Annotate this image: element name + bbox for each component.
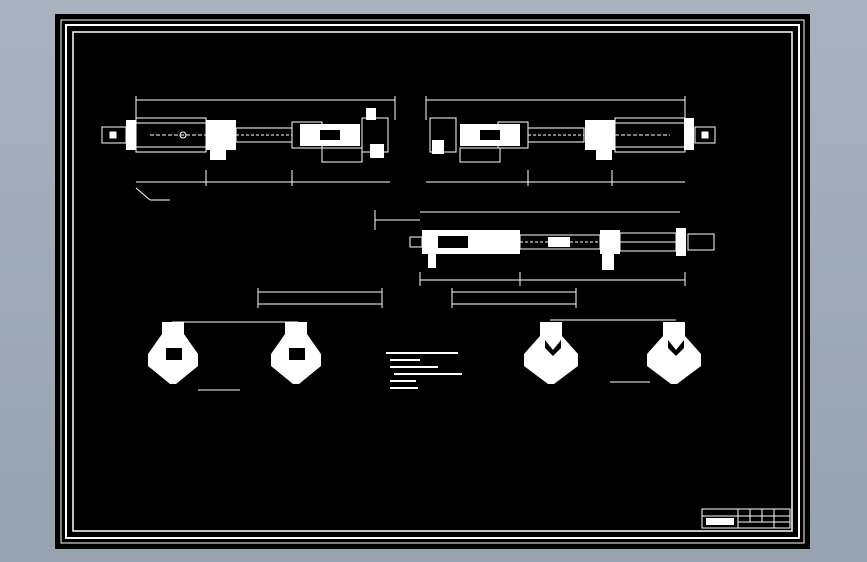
center-mechanism[interactable] <box>374 210 715 286</box>
technical-notes <box>386 352 462 389</box>
dimension-bars <box>257 288 577 308</box>
right-mechanism[interactable] <box>425 96 716 186</box>
title-block[interactable] <box>701 508 791 529</box>
drawing-sheet <box>55 14 810 549</box>
left-mechanism[interactable] <box>101 96 396 201</box>
left-gripper-pair[interactable] <box>148 321 321 391</box>
drawing-border <box>60 19 805 544</box>
right-gripper-pair[interactable] <box>524 319 701 384</box>
